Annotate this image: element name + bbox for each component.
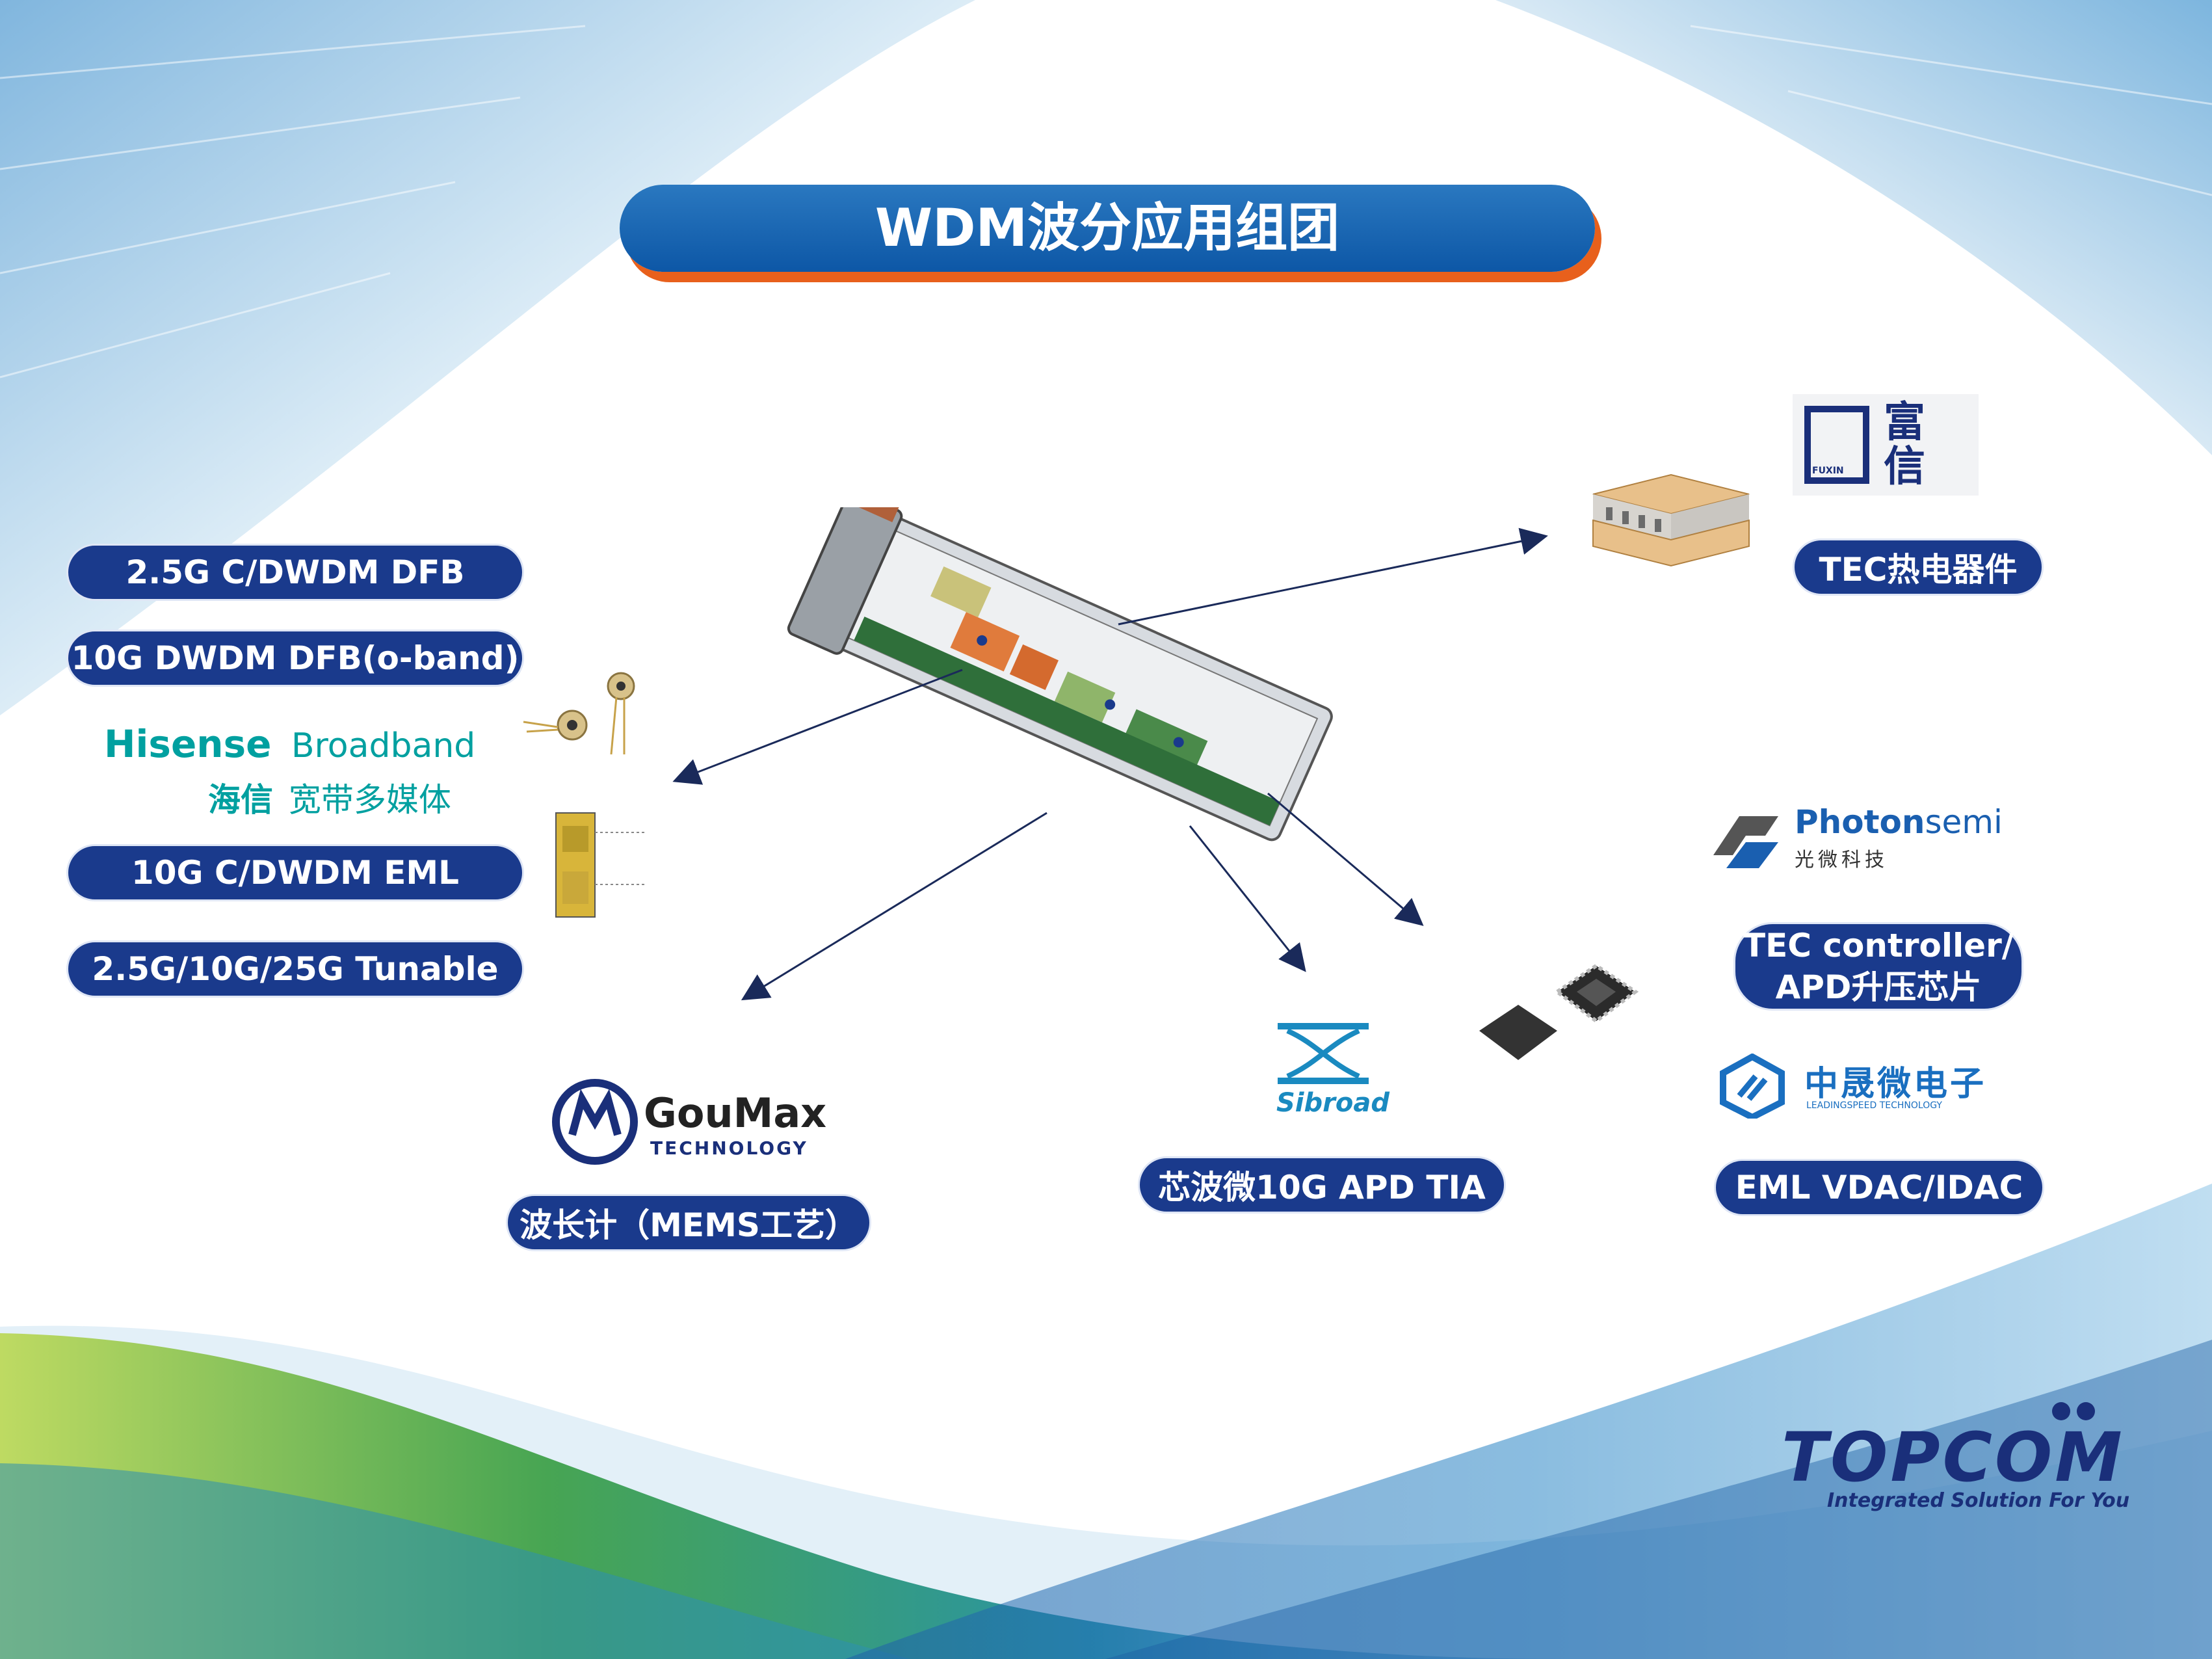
apd-tia-pill: 芯波微10G APD TIA <box>1138 1156 1506 1214</box>
tunable-pill: 2.5G/10G/25G Tunable <box>66 940 524 998</box>
dfb-25g-pill: 2.5G C/DWDM DFB <box>66 544 524 601</box>
leadingspeed-logo: 中晟微电子 LEADINGSPEED TECHNOLOGY <box>1717 1054 1990 1125</box>
hisense-cn-name: 海信 <box>208 781 273 819</box>
eml-chip-image <box>549 806 653 923</box>
wavelength-meter-pill: 波长计（MEMS工艺） <box>506 1194 871 1251</box>
wavelength-meter-label: 波长计（MEMS工艺） <box>520 1206 858 1244</box>
photonsemi-mark-icon <box>1713 816 1778 868</box>
apd-tia-label: 芯波微10G APD TIA <box>1158 1169 1486 1206</box>
tec-controller-pill: TEC controller/ APD升压芯片 <box>1733 922 2023 1011</box>
laser-to-can-image <box>523 672 635 755</box>
sfp-module-image <box>787 507 1333 842</box>
eml-vdac-pill: EML VDAC/IDAC <box>1714 1159 2044 1216</box>
goumax-name: GouMax <box>644 1089 827 1137</box>
topcom-tagline: Integrated Solution For You <box>1827 1489 2130 1512</box>
eml-vdac-label: EML VDAC/IDAC <box>1735 1169 2023 1206</box>
leadingspeed-mark-icon <box>1720 1054 1785 1119</box>
photonsemi-bold: Photon <box>1795 803 1925 841</box>
tec-controller-line1: TEC controller/ <box>1743 927 2014 964</box>
topcom-wordmark: TOPCOM <box>1782 1418 2125 1497</box>
topcom-logo: TOPCOM Integrated Solution For You <box>1775 1398 2129 1515</box>
goumax-logo: GouMax Technology <box>546 1070 839 1174</box>
leadingspeed-cn: 中晟微电子 <box>1804 1065 1987 1104</box>
photonsemi-cn: 光微科技 <box>1795 849 1888 871</box>
eml-10g-label: 10G C/DWDM EML <box>131 854 460 892</box>
hisense-broadband: Broadband <box>291 726 476 765</box>
goumax-technology: Technology <box>650 1137 808 1159</box>
ic-chips-image <box>1479 963 1639 1060</box>
eml-10g-pill: 10G C/DWDM EML <box>66 844 524 901</box>
hisense-cn-sub: 宽带多媒体 <box>288 781 451 819</box>
tec-pill: TEC热电器件 <box>1793 538 2044 596</box>
sibroad-mark-icon <box>1278 1023 1369 1084</box>
dfb-10g-pill: 10G DWDM DFB(o-band) <box>66 630 524 687</box>
tec-controller-line2: APD升压芯片 <box>1775 968 1982 1006</box>
fuxin-small-text: FUXIN <box>1812 466 1844 476</box>
photonsemi-logo: Photonsemi 光微科技 <box>1707 803 2003 875</box>
sibroad-wordmark: Sibroad <box>1276 1088 1389 1118</box>
fuxin-char-2: 信 <box>1884 443 1925 491</box>
goumax-mark-icon <box>552 1079 638 1165</box>
topcom-dots-icon <box>2052 1402 2095 1420</box>
leadingspeed-en: LEADINGSPEED TECHNOLOGY <box>1806 1100 1942 1111</box>
dfb-25g-label: 2.5G C/DWDM DFB <box>125 553 465 591</box>
fuxin-logo: FUXIN 富 信 <box>1793 394 1979 496</box>
hisense-wordmark: Hisense <box>104 722 272 766</box>
dfb-10g-label: 10G DWDM DFB(o-band) <box>71 639 520 677</box>
page-title: WDM波分应用组团 <box>875 198 1340 258</box>
sibroad-logo: Sibroad <box>1271 1018 1389 1122</box>
title-banner: WDM波分应用组团 <box>620 185 1595 272</box>
photonsemi-light: semi <box>1925 803 2003 841</box>
fuxin-square-icon: FUXIN <box>1804 406 1869 484</box>
fuxin-char-1: 富 <box>1884 399 1925 447</box>
tunable-label: 2.5G/10G/25G Tunable <box>92 950 499 988</box>
tec-label: TEC热电器件 <box>1819 551 2018 589</box>
hisense-logo: Hisense Broadband 海信 宽带多媒体 <box>104 722 494 819</box>
tec-device-image <box>1592 473 1750 567</box>
